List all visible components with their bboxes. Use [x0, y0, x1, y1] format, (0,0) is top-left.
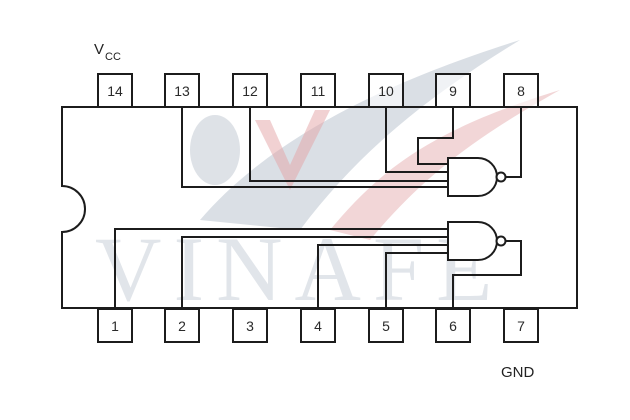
pin-11: 11 — [300, 73, 336, 108]
wiring — [114, 107, 522, 308]
watermark-head — [190, 115, 240, 185]
pin-4: 4 — [300, 308, 336, 343]
pin-3: 3 — [232, 308, 268, 343]
wire-pin6 — [452, 240, 522, 308]
pin-number: 11 — [311, 83, 326, 99]
pin-number: 5 — [382, 318, 390, 334]
pin-box — [97, 308, 133, 343]
wire-pin13 — [181, 107, 448, 188]
pin-number: 10 — [378, 83, 394, 99]
pin-12: 12 — [232, 73, 268, 108]
wire-pin2 — [181, 236, 448, 308]
pin-box — [435, 308, 471, 343]
vcc-label: V CC — [94, 41, 121, 63]
pin-2: 2 — [164, 308, 200, 343]
pin-box — [164, 308, 200, 343]
pin-number: 8 — [517, 83, 525, 99]
pin-14: 14 — [97, 73, 133, 108]
wire-pin4 — [317, 244, 448, 308]
pin-number: 3 — [246, 318, 254, 334]
vcc-label-main: V — [94, 41, 104, 58]
wire-pin12 — [249, 107, 448, 182]
pin-box — [435, 73, 471, 108]
pin-number: 1 — [111, 318, 119, 334]
pin-box — [97, 73, 133, 108]
pin-10: 10 — [368, 73, 404, 108]
pin-box — [503, 73, 539, 108]
nand-gate-upper-body — [447, 157, 498, 197]
pin-number: 7 — [517, 318, 525, 334]
pin-6: 6 — [435, 308, 471, 343]
pin-1: 1 — [97, 308, 133, 343]
pin-9: 9 — [435, 73, 471, 108]
pin-number: 6 — [449, 318, 457, 334]
gnd-label: GND — [501, 364, 535, 381]
top-pin-row: 14 13 12 11 10 9 8 — [97, 73, 539, 108]
watermark-text: VINAFE — [95, 218, 504, 320]
pin-number: 2 — [178, 318, 186, 334]
pin-box — [300, 73, 336, 108]
pin-number: 9 — [449, 83, 457, 99]
wire-pin8 — [506, 107, 522, 178]
pin-7: 7 — [503, 308, 539, 343]
pin-box — [232, 308, 268, 343]
vcc-label-sub: CC — [105, 51, 121, 63]
nand-gate-lower-body — [447, 221, 498, 261]
wire-pin10 — [385, 107, 448, 173]
nand-gate-upper — [447, 157, 507, 197]
pin-8: 8 — [503, 73, 539, 108]
pin-number: 14 — [107, 83, 123, 99]
pin-number: 12 — [242, 83, 258, 99]
pin-box — [232, 73, 268, 108]
pin-13: 13 — [164, 73, 200, 108]
bottom-pin-row: 1 2 3 4 5 6 7 — [97, 308, 539, 343]
pin-box — [368, 308, 404, 343]
pin-number: 4 — [314, 318, 322, 334]
nand-gate-upper-bubble — [495, 171, 507, 183]
chip-body — [61, 106, 578, 309]
pin-5: 5 — [368, 308, 404, 343]
pin-box — [300, 308, 336, 343]
wire-pin9 — [417, 107, 454, 165]
nand-gate-lower-bubble — [495, 235, 507, 247]
nand-gate-lower — [447, 221, 507, 261]
watermark-v-mark — [255, 110, 330, 190]
wire-pin5 — [385, 252, 448, 308]
wire-pin1 — [114, 228, 448, 308]
pin-box — [503, 308, 539, 343]
pin-number: 13 — [174, 83, 190, 99]
